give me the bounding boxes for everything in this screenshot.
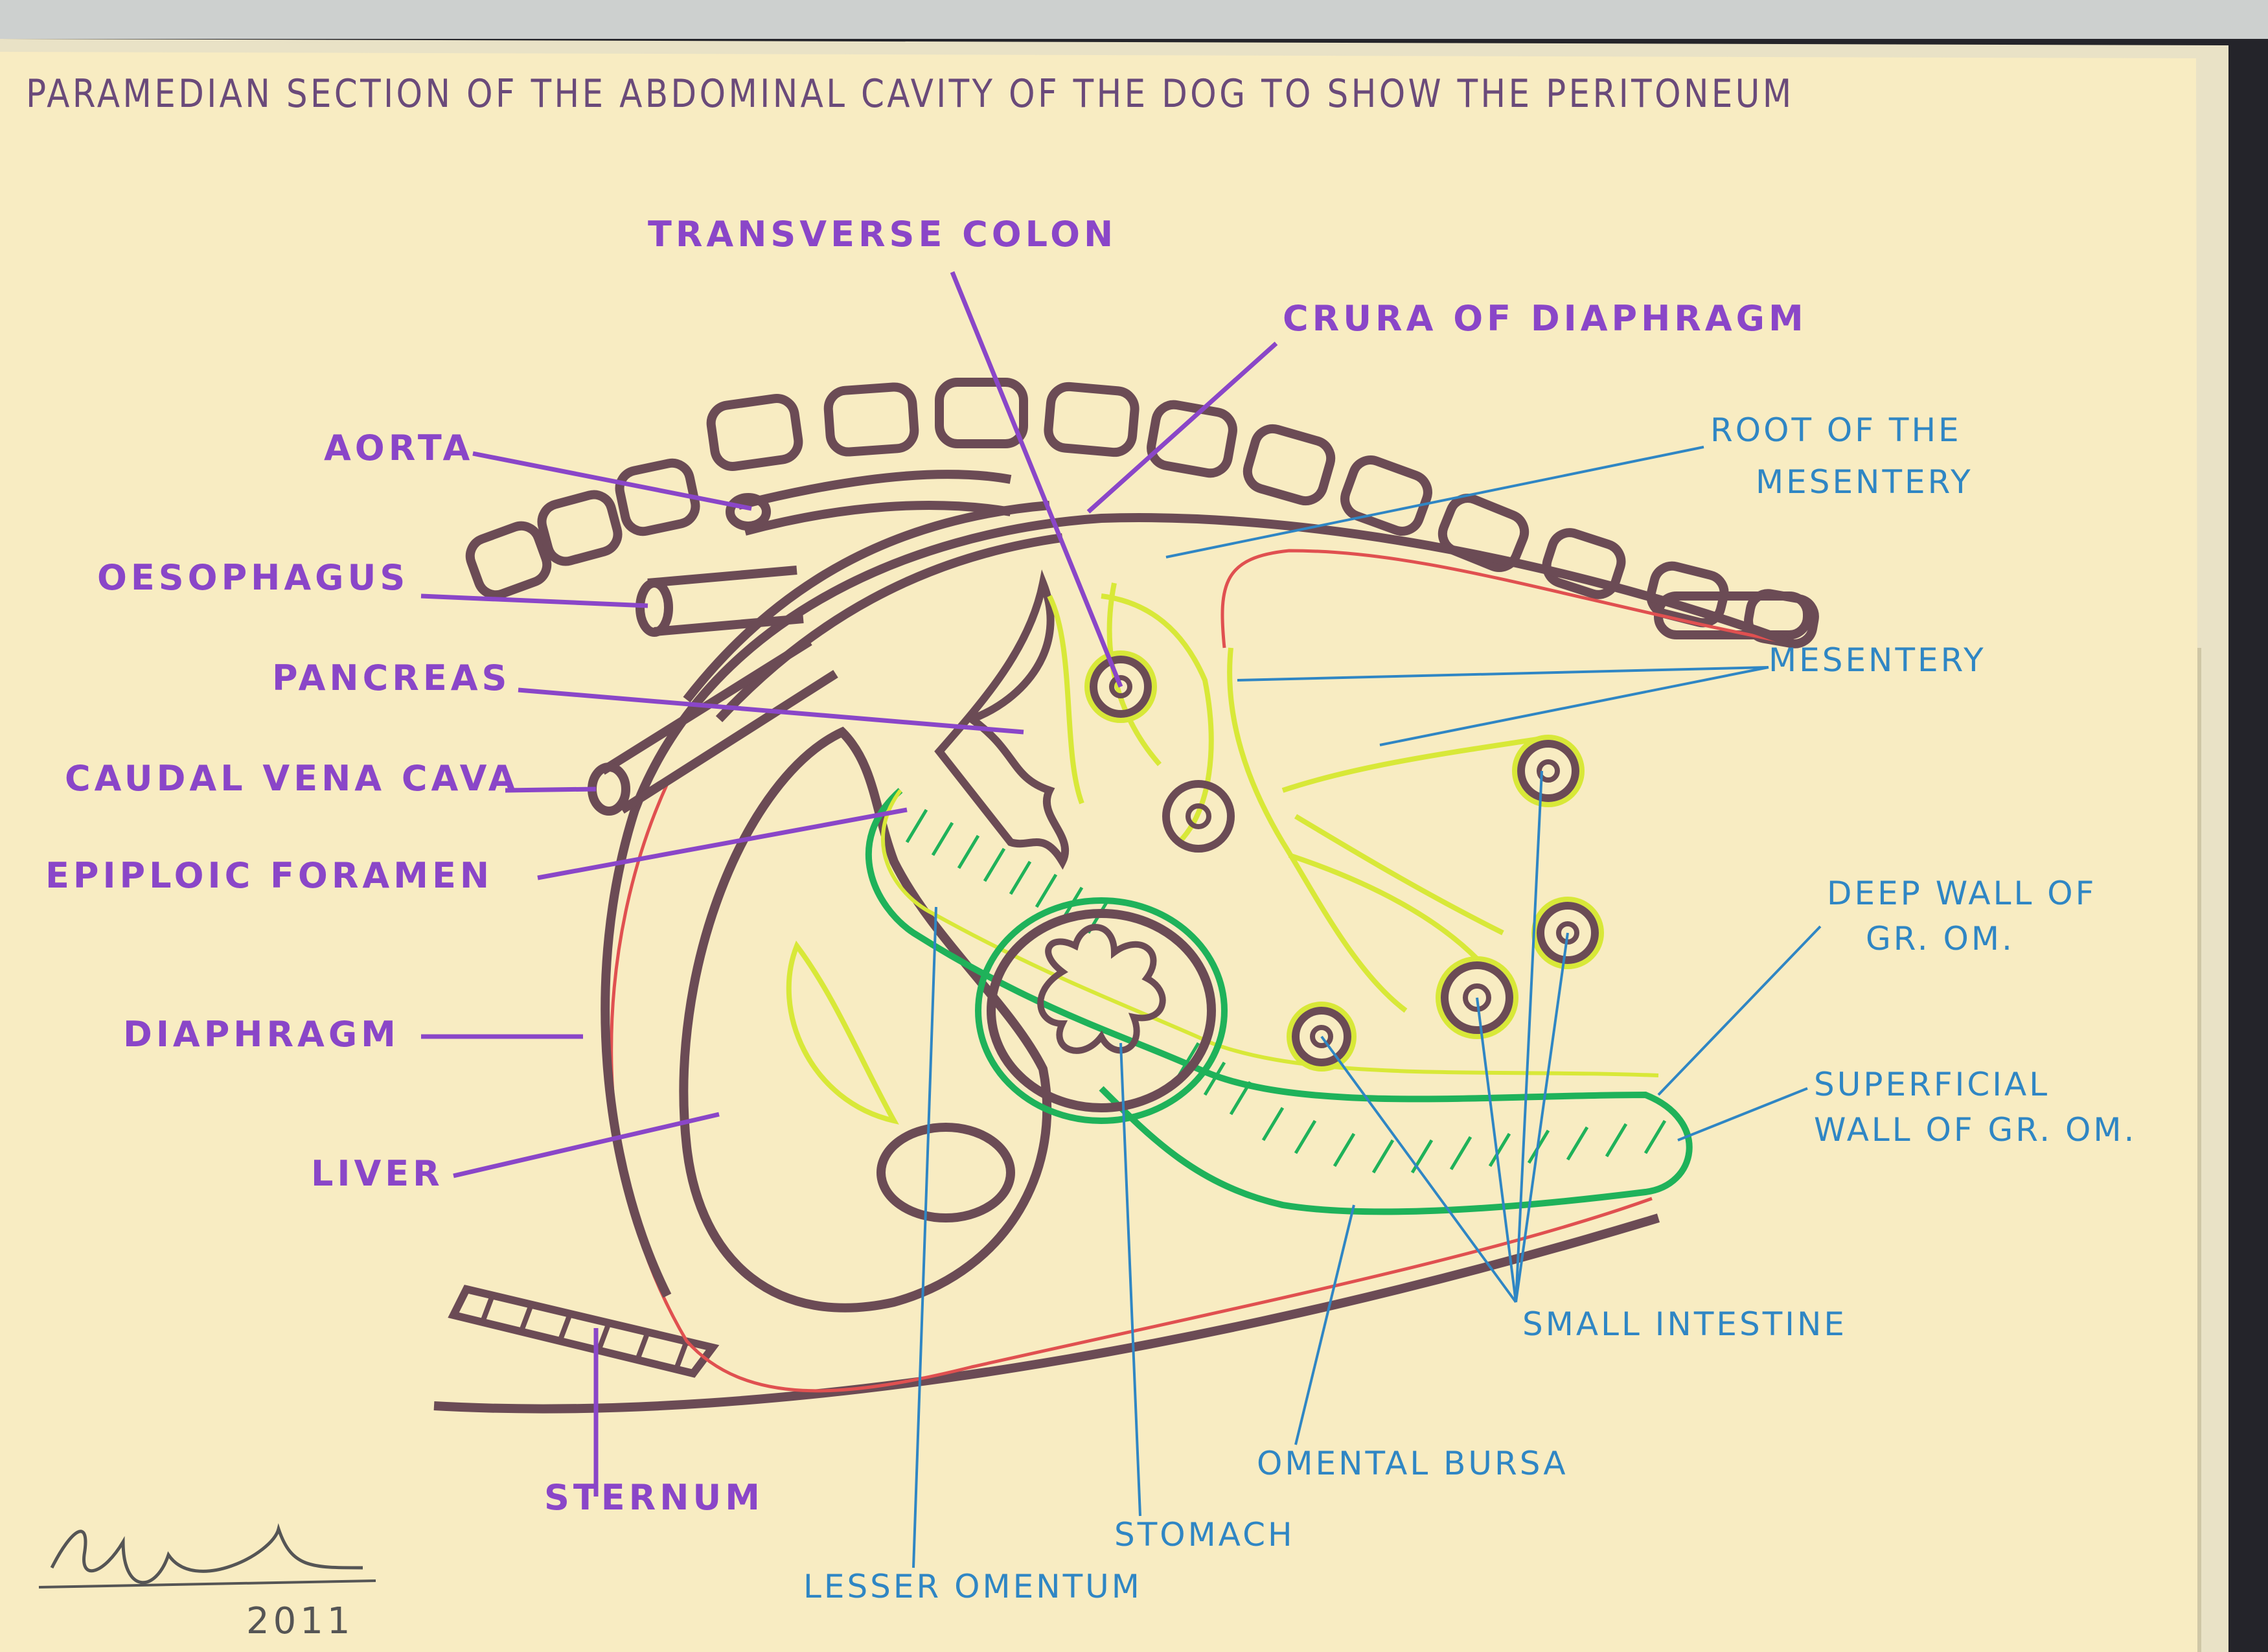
vertebra	[537, 490, 623, 566]
liver-fissure-peritoneum	[786, 940, 899, 1125]
parietal-peritoneum-ventral	[610, 783, 1653, 1393]
vertebra	[1646, 561, 1729, 628]
vertebra	[1340, 455, 1432, 536]
label-root-of-the: ROOT OF THE	[1710, 411, 1962, 449]
label-omental-bursa: OMENTAL BURSA	[1257, 1445, 1568, 1482]
greater-omentum-wall	[865, 788, 1693, 1215]
paper-sheet	[0, 52, 2199, 1652]
liver-lobe-section	[876, 1123, 1015, 1222]
label-stomach: STOMACH	[1114, 1516, 1295, 1554]
label-mesentery: MESENTERY	[1769, 641, 1986, 679]
label-pancreas: PANCREAS	[272, 658, 511, 698]
stomach-serosa	[975, 897, 1228, 1124]
label-gr-om-deep: GR. OM.	[1866, 920, 2015, 958]
aorta-and-crura	[683, 470, 1063, 722]
diaphragm-line	[601, 513, 1790, 1298]
label-sternum: STERNUM	[544, 1477, 764, 1518]
signature-scribble	[50, 1523, 363, 1585]
diagram-title: PARAMEDIAN SECTION OF THE ABDOMINAL CAVI…	[26, 71, 1794, 117]
label-liver: LIVER	[311, 1153, 444, 1194]
vertebra	[465, 521, 552, 600]
vertebra	[1044, 382, 1140, 457]
label-deep-wall-of: DEEP WALL OF	[1827, 875, 2097, 912]
label-transverse-colon: TRANSVERSE COLON	[648, 214, 1117, 255]
vertebra	[1243, 424, 1336, 506]
intestine-loops	[1084, 650, 1604, 1072]
purple-leader-lines	[420, 271, 1278, 1497]
vertebra	[823, 382, 919, 457]
label-epiploic-foramen: EPIPLOIC FORAMEN	[45, 855, 494, 896]
vertebra	[1542, 528, 1626, 599]
label-mesentery-root: MESENTERY	[1756, 463, 1973, 501]
oesophagus-end	[636, 579, 673, 637]
label-lesser-omentum: LESSER OMENTUM	[803, 1568, 1142, 1605]
blue-leader-lines	[912, 446, 1822, 1568]
vertebra	[1147, 400, 1237, 478]
stomach-wall	[987, 909, 1216, 1112]
label-aorta: AORTA	[324, 428, 474, 468]
label-superficial: SUPERFICIAL	[1814, 1066, 2050, 1103]
pancreas-peritoneum	[1047, 595, 1084, 805]
vertebra	[706, 394, 803, 471]
mesentery-lines	[1101, 582, 1542, 1013]
sternum-shape	[448, 1285, 720, 1378]
liver-outline	[679, 726, 1052, 1313]
oesophagus-tube	[647, 566, 804, 636]
label-oesophagus: OESOPHAGUS	[97, 557, 409, 598]
pancreas-outline	[934, 569, 1070, 870]
signature-year: 2011	[246, 1600, 354, 1642]
vertebra	[935, 378, 1028, 448]
label-diaphragm: DIAPHRAGM	[123, 1014, 400, 1055]
label-small-intestine: SMALL INTESTINE	[1522, 1305, 1847, 1343]
label-crura-of-diaphragm: CRURA OF DIAPHRAGM	[1283, 298, 1807, 339]
stomach-rugae	[1037, 924, 1166, 1054]
parietal-peritoneum-dorsal	[1220, 549, 1782, 648]
vertebra	[615, 458, 700, 536]
label-caudal-vena-cava: CAUDAL VENA CAVA	[65, 758, 520, 799]
sleeve-top-edge	[0, 0, 2268, 39]
signature-underline	[38, 1579, 376, 1589]
label-wall-of-gr-om: WALL OF GR. OM.	[1814, 1111, 2137, 1149]
